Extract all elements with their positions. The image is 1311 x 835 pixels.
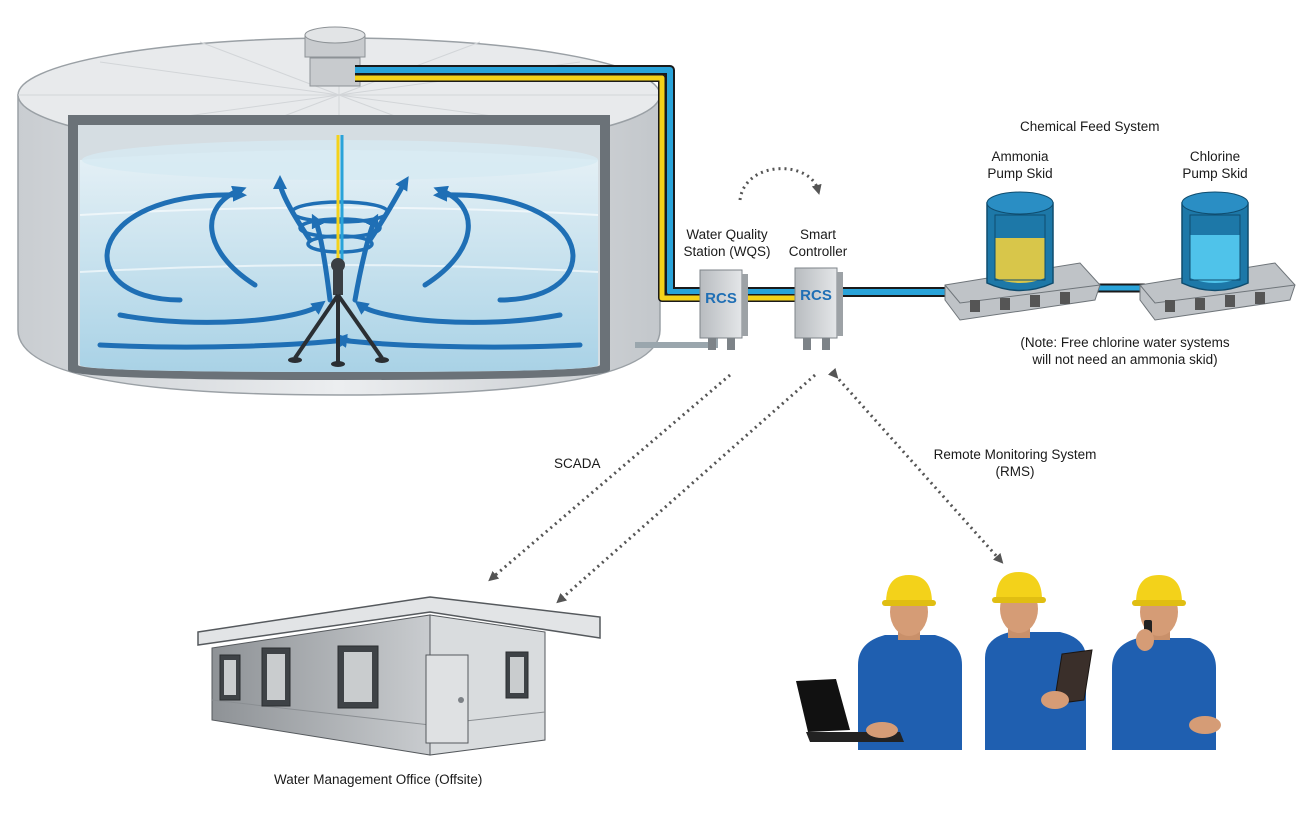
scada-label: SCADA [554,456,601,471]
circulation-arrows [97,175,583,350]
chlorine-skid-label: Chlorine Pump Skid [1175,148,1255,182]
ammonia-note: (Note: Free chlorine water systems will … [1005,334,1245,368]
mixer-swirl [290,200,390,254]
controller-line-1: Smart [799,227,836,242]
ammonia-drum [944,191,1101,321]
rms-line-1: Remote Monitoring System [933,447,1097,462]
controller-brand: RCS [800,287,832,304]
scada-links [488,373,816,604]
chlorine-line-1: Chlorine [1189,149,1241,164]
note-line-1: (Note: Free chlorine water systems [1020,335,1230,350]
operator-tablet [985,572,1093,750]
note-line-2: will not need an ammonia skid) [1032,352,1218,367]
wqs-box: RCS [699,269,748,350]
operator-laptop [796,575,962,750]
wqs-label: Water Quality Station (WQS) [677,226,777,260]
wqs-line-2: Station (WQS) [683,244,771,259]
office-building [197,596,601,756]
wqs-brand: RCS [705,290,737,307]
chlorine-line-2: Pump Skid [1182,166,1248,181]
wqs-line-1: Water Quality [686,227,768,242]
rms-label: Remote Monitoring System (RMS) [920,446,1110,480]
controller-line-2: Controller [788,244,848,259]
mixer-tripod [288,135,389,367]
ammonia-line-2: Pump Skid [987,166,1053,181]
ammonia-line-1: Ammonia [991,149,1049,164]
chlorine-drum [1139,191,1296,321]
operator-phone [1112,575,1221,750]
office-label: Water Management Office (Offsite) [274,772,483,787]
controller-box: RCS [794,267,843,350]
chemical-feed-label: Chemical Feed System [1020,119,1160,134]
ammonia-skid-label: Ammonia Pump Skid [980,148,1060,182]
signal-cable [355,65,1145,302]
wqs-controller-link [738,167,822,201]
smart-controller-label: Smart Controller [783,226,853,260]
rms-line-2: (RMS) [995,464,1035,479]
